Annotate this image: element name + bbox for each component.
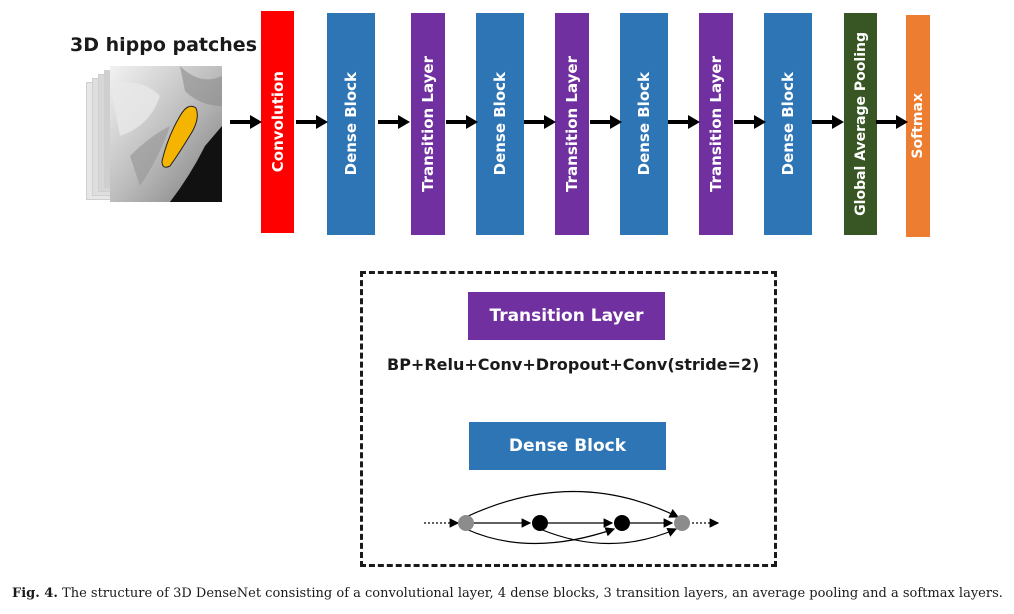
arrow-icon [590, 115, 622, 129]
arrow-icon [230, 115, 262, 129]
dense-connectivity-diagram [424, 490, 720, 545]
convolution-label: Convolution [268, 71, 287, 173]
dense-block-1: Dense Block [327, 13, 375, 235]
transition-layer-2-label: Transition Layer [563, 56, 581, 192]
skip-edge [465, 490, 680, 518]
global-average-pooling-block: Global Average Pooling [844, 13, 877, 235]
skip-edge [465, 527, 616, 545]
arrow-icon [812, 115, 844, 129]
dense-block-3: Dense Block [620, 13, 668, 235]
arrow-icon [296, 115, 328, 129]
arrow-icon [734, 115, 766, 129]
legend-transition-layer: Transition Layer [468, 292, 665, 340]
arrow-icon [668, 115, 700, 129]
arrow-icon [876, 115, 908, 129]
dense-block-3-label: Dense Block [635, 72, 653, 176]
hidden-node [532, 515, 548, 531]
input-node [458, 515, 474, 531]
global-average-pooling-label: Global Average Pooling [852, 32, 869, 216]
skip-edge [539, 527, 678, 545]
transition-layer-1-label: Transition Layer [419, 56, 437, 192]
hidden-node [614, 515, 630, 531]
arrow-icon [378, 115, 410, 129]
legend-dense-block: Dense Block [469, 422, 666, 470]
dense-block-2-label: Dense Block [491, 72, 509, 176]
arrow-icon [524, 115, 556, 129]
transition-layer-1: Transition Layer [411, 13, 445, 235]
dense-block-1-label: Dense Block [342, 72, 360, 176]
arrow-icon [446, 115, 478, 129]
figure-caption: Fig. 4. The structure of 3D DenseNet con… [12, 586, 1007, 601]
softmax-label: Softmax [910, 93, 926, 159]
input-title: 3D hippo patches [70, 34, 258, 56]
convolution-block: Convolution [261, 11, 294, 233]
transition-layer-3: Transition Layer [699, 13, 733, 235]
dense-block-4: Dense Block [764, 13, 812, 235]
hippo-patch-stack [86, 66, 226, 206]
dense-block-2: Dense Block [476, 13, 524, 235]
output-node [674, 515, 690, 531]
legend-box [360, 271, 777, 567]
transition-layer-2: Transition Layer [555, 13, 589, 235]
softmax-block: Softmax [906, 15, 930, 237]
figure-label: Fig. 4. [12, 586, 58, 601]
figure-caption-text: The structure of 3D DenseNet consisting … [62, 586, 1003, 601]
dense-block-4-label: Dense Block [779, 72, 797, 176]
hippocampus-mri-image [110, 66, 222, 202]
transition-layer-3-label: Transition Layer [707, 56, 725, 192]
legend-transition-formula: BP+Relu+Conv+Dropout+Conv(stride=2) [387, 355, 760, 374]
